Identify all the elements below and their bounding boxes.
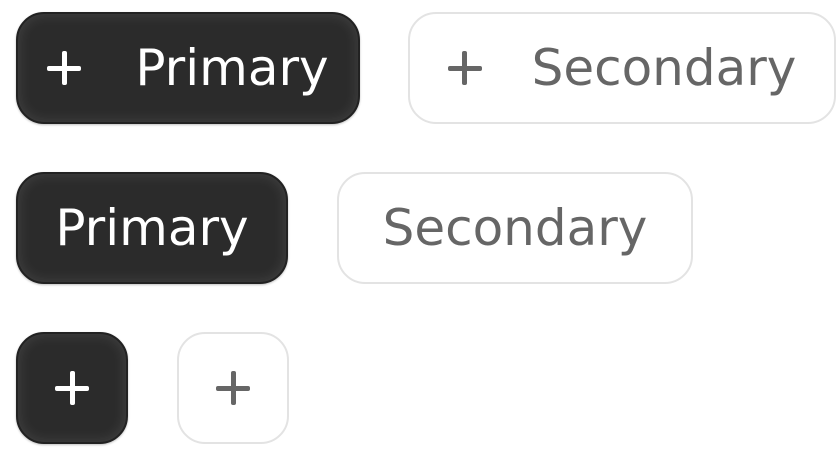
primary-button-label: Primary	[135, 39, 329, 97]
button-row-text: Primary Secondary	[16, 172, 693, 284]
primary-icon-button[interactable]	[16, 332, 128, 444]
button-row-icon-text: Primary Secondary	[16, 12, 836, 124]
secondary-button-label: Secondary	[382, 199, 648, 257]
secondary-button-with-icon[interactable]: Secondary	[408, 12, 836, 124]
plus-icon	[47, 51, 82, 85]
plus-icon	[447, 51, 482, 85]
primary-button[interactable]: Primary	[16, 172, 288, 284]
plus-icon	[216, 371, 250, 405]
plus-icon	[55, 371, 89, 405]
secondary-button-label: Secondary	[531, 39, 797, 97]
primary-button-label: Primary	[55, 199, 249, 257]
button-row-icon-only	[16, 332, 289, 444]
primary-button-with-icon[interactable]: Primary	[16, 12, 360, 124]
secondary-button[interactable]: Secondary	[337, 172, 693, 284]
secondary-icon-button[interactable]	[177, 332, 289, 444]
